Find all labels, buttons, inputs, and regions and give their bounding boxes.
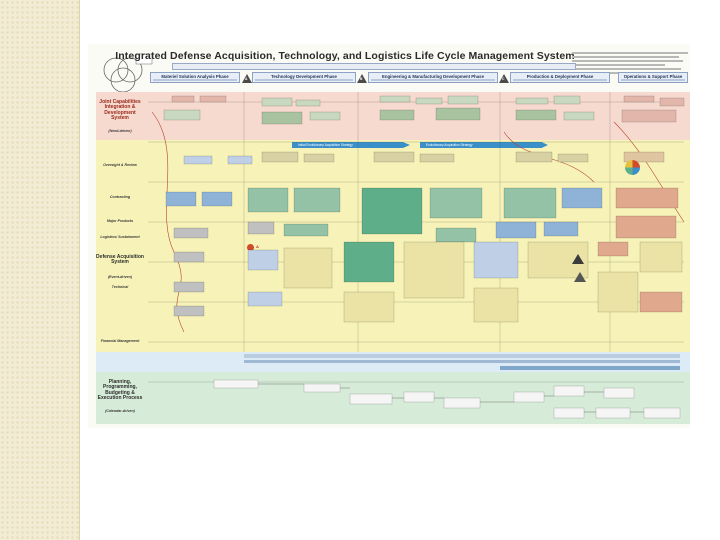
ppbe-sub-label: (Calendar-driven) bbox=[105, 409, 135, 413]
milestone-a-marker-top: A bbox=[242, 74, 252, 83]
milestone-c-marker-top: C bbox=[499, 74, 509, 83]
triangle-icon bbox=[574, 272, 586, 282]
das-label: Defense Acquisition System bbox=[96, 254, 144, 266]
top-banner bbox=[172, 63, 576, 70]
phase-label: Materiel Solution Analysis Phase bbox=[161, 74, 229, 79]
triangle-icon bbox=[572, 254, 584, 264]
notes-block bbox=[572, 50, 688, 90]
phase-label: Technology Development Phase bbox=[271, 74, 337, 79]
initial-strategy-arrow: Initial Evolutionary Acquisition Strateg… bbox=[292, 142, 410, 148]
side-divider bbox=[79, 0, 80, 540]
evolutionary-strategy-arrow: Evolutionary Acquisition Strategy bbox=[420, 142, 548, 148]
jcids-label: Joint Capabilities Integration & Develop… bbox=[99, 99, 141, 121]
jcids-sub-label: (Need-driven) bbox=[108, 129, 132, 133]
venn-legend-icon bbox=[103, 53, 153, 93]
phase-engineering-manufacturing-development: Engineering & Manufacturing Development … bbox=[368, 72, 498, 83]
page-title: Integrated Defense Acquisition, Technolo… bbox=[115, 50, 575, 62]
process-flow-diagram bbox=[148, 92, 685, 419]
major-products-label: Major Products bbox=[106, 219, 134, 223]
financial-label: Financial Management bbox=[100, 339, 140, 343]
technical-label: Technical bbox=[111, 285, 129, 289]
milestone-b-marker-top: B bbox=[357, 74, 367, 83]
phase-materiel-solution-analysis: Materiel Solution Analysis Phase bbox=[150, 72, 240, 83]
phase-production-deployment: Production & Deployment Phase bbox=[510, 72, 610, 83]
das-sub-label: (Event-driven) bbox=[107, 275, 133, 279]
contracting-label: Contracting bbox=[109, 195, 131, 199]
oversight-label: Oversight & Review bbox=[103, 163, 137, 167]
logistics-label: Logistics/ Sustainment bbox=[100, 235, 140, 239]
phase-technology-development: Technology Development Phase bbox=[252, 72, 356, 83]
phase-operations-support: Operations & Support Phase bbox=[618, 72, 688, 83]
milestone-a-dot bbox=[247, 244, 254, 251]
phase-label: Operations & Support Phase bbox=[623, 74, 683, 79]
decorative-side-pattern bbox=[0, 0, 80, 540]
phase-label: Production & Deployment Phase bbox=[526, 74, 594, 79]
sustainment-pie-icon bbox=[625, 160, 640, 175]
phase-label: Engineering & Manufacturing Development … bbox=[382, 74, 484, 79]
ppbe-label: Planning, Programming, Budgeting & Execu… bbox=[97, 379, 143, 401]
milestone-a-label: A bbox=[256, 244, 259, 249]
